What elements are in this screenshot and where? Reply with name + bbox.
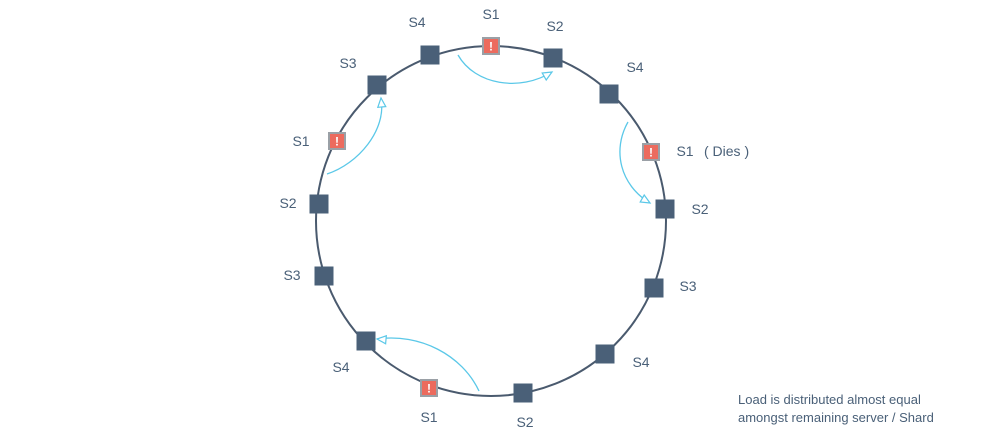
server-node-box [314, 266, 334, 286]
node-label: S2 [691, 201, 708, 217]
transfer-arrows [326, 54, 652, 392]
node-label: S4 [408, 14, 425, 30]
arrow-head [375, 334, 387, 345]
alert-icon: ! [649, 146, 653, 160]
note-line-1: Load is distributed almost equal [738, 392, 921, 407]
server-node: S2 [279, 194, 329, 214]
arrow-head [541, 71, 554, 82]
dead-node-box [328, 132, 346, 150]
node-label: S3 [339, 55, 356, 71]
load-distribution-note: Load is distributed almost equal amongst… [738, 391, 934, 427]
server-node-box [543, 48, 563, 68]
node-label: S4 [632, 354, 649, 370]
server-node: S4 [599, 59, 644, 104]
dead-server-node: ! S1 [420, 379, 438, 425]
dead-server-node: ! S1 [482, 6, 500, 55]
node-label: S3 [283, 267, 300, 283]
node-label: S3 [679, 278, 696, 294]
server-node-box [367, 75, 387, 95]
node-label: S4 [626, 59, 643, 75]
node-label: S2 [516, 414, 533, 430]
note-line-2: amongst remaining server / Shard [738, 410, 934, 425]
node-label: S2 [546, 18, 563, 34]
dead-server-node: ! S1 [642, 143, 694, 161]
server-node: S4 [332, 331, 376, 375]
arrow-head [376, 96, 387, 108]
node-label: S1 [482, 6, 499, 22]
dead-server-node: ! S1 [292, 132, 346, 150]
server-node: S2 [543, 18, 564, 68]
transfer-arrow [457, 54, 554, 84]
server-node-box [420, 45, 440, 65]
transfer-arrow-curve [376, 337, 480, 392]
node-label: S4 [332, 359, 349, 375]
server-node-box [513, 383, 533, 403]
transfer-arrow [619, 121, 652, 204]
server-node: S2 [513, 383, 534, 430]
transfer-arrow-curve [457, 54, 553, 84]
node-label: S1 [676, 143, 693, 159]
server-node-box [309, 194, 329, 214]
dead-node-box [482, 37, 500, 55]
node-label: S1 [420, 409, 437, 425]
node-label: S1 [292, 133, 309, 149]
server-node: S4 [595, 344, 650, 370]
transfer-arrow-curve [619, 121, 651, 204]
dead-node-box [642, 143, 660, 161]
arrow-head [639, 193, 652, 204]
server-node-box [655, 199, 675, 219]
server-node: S3 [644, 278, 697, 298]
server-node: S3 [283, 266, 334, 286]
server-node-box [595, 344, 615, 364]
alert-icon: ! [489, 40, 493, 54]
node-label: S2 [279, 195, 296, 211]
server-node-box [356, 331, 376, 351]
alert-icon: ! [427, 382, 431, 396]
server-node: S4 [408, 14, 440, 65]
transfer-arrow-curve [326, 97, 383, 175]
server-node: S3 [339, 55, 387, 95]
transfer-arrow [375, 334, 480, 392]
dead-node-box [420, 379, 438, 397]
server-node-box [599, 84, 619, 104]
dies-annotation: ( Dies ) [704, 143, 749, 159]
transfer-arrow [326, 96, 387, 175]
alert-icon: ! [335, 135, 339, 149]
server-node: S2 [655, 199, 709, 219]
server-node-box [644, 278, 664, 298]
